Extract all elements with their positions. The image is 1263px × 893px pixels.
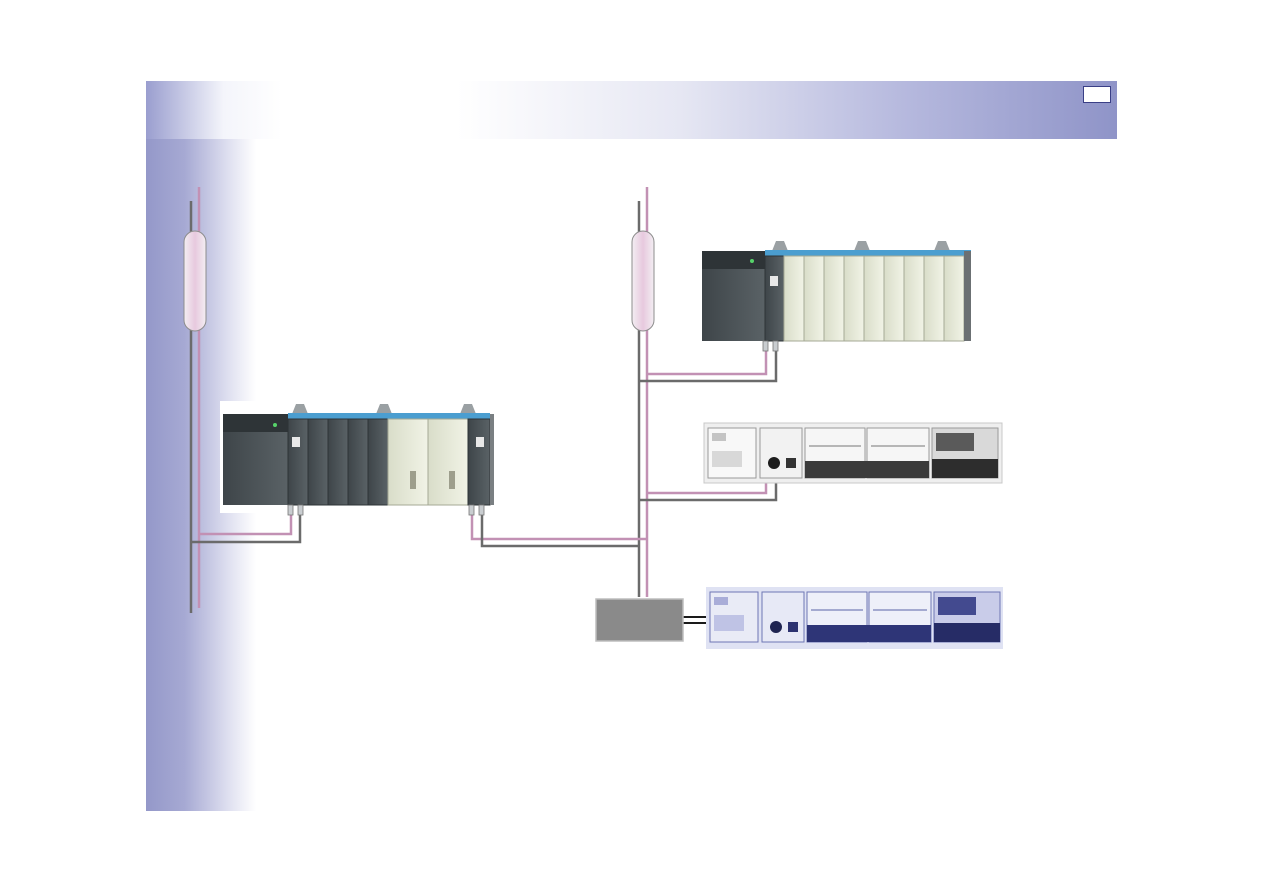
slide-title-band — [146, 81, 1117, 139]
network-diagram — [183, 187, 1003, 649]
flex-io-rack-icon — [703, 422, 1003, 484]
adapter-box-icon — [595, 598, 684, 642]
controllogix-chassis-icon — [702, 241, 971, 352]
adapter-link-cable — [683, 616, 708, 624]
flex-io-rack-icon — [706, 587, 1003, 649]
controllogix-chassis-icon — [220, 401, 494, 516]
drop-cable-remote-rack — [639, 346, 778, 383]
drop-cable-main-right — [470, 508, 647, 548]
network-tap-icon — [183, 230, 207, 332]
network-tap-icon — [631, 230, 655, 332]
slide-number-box — [1083, 86, 1111, 103]
slide — [146, 81, 1117, 811]
